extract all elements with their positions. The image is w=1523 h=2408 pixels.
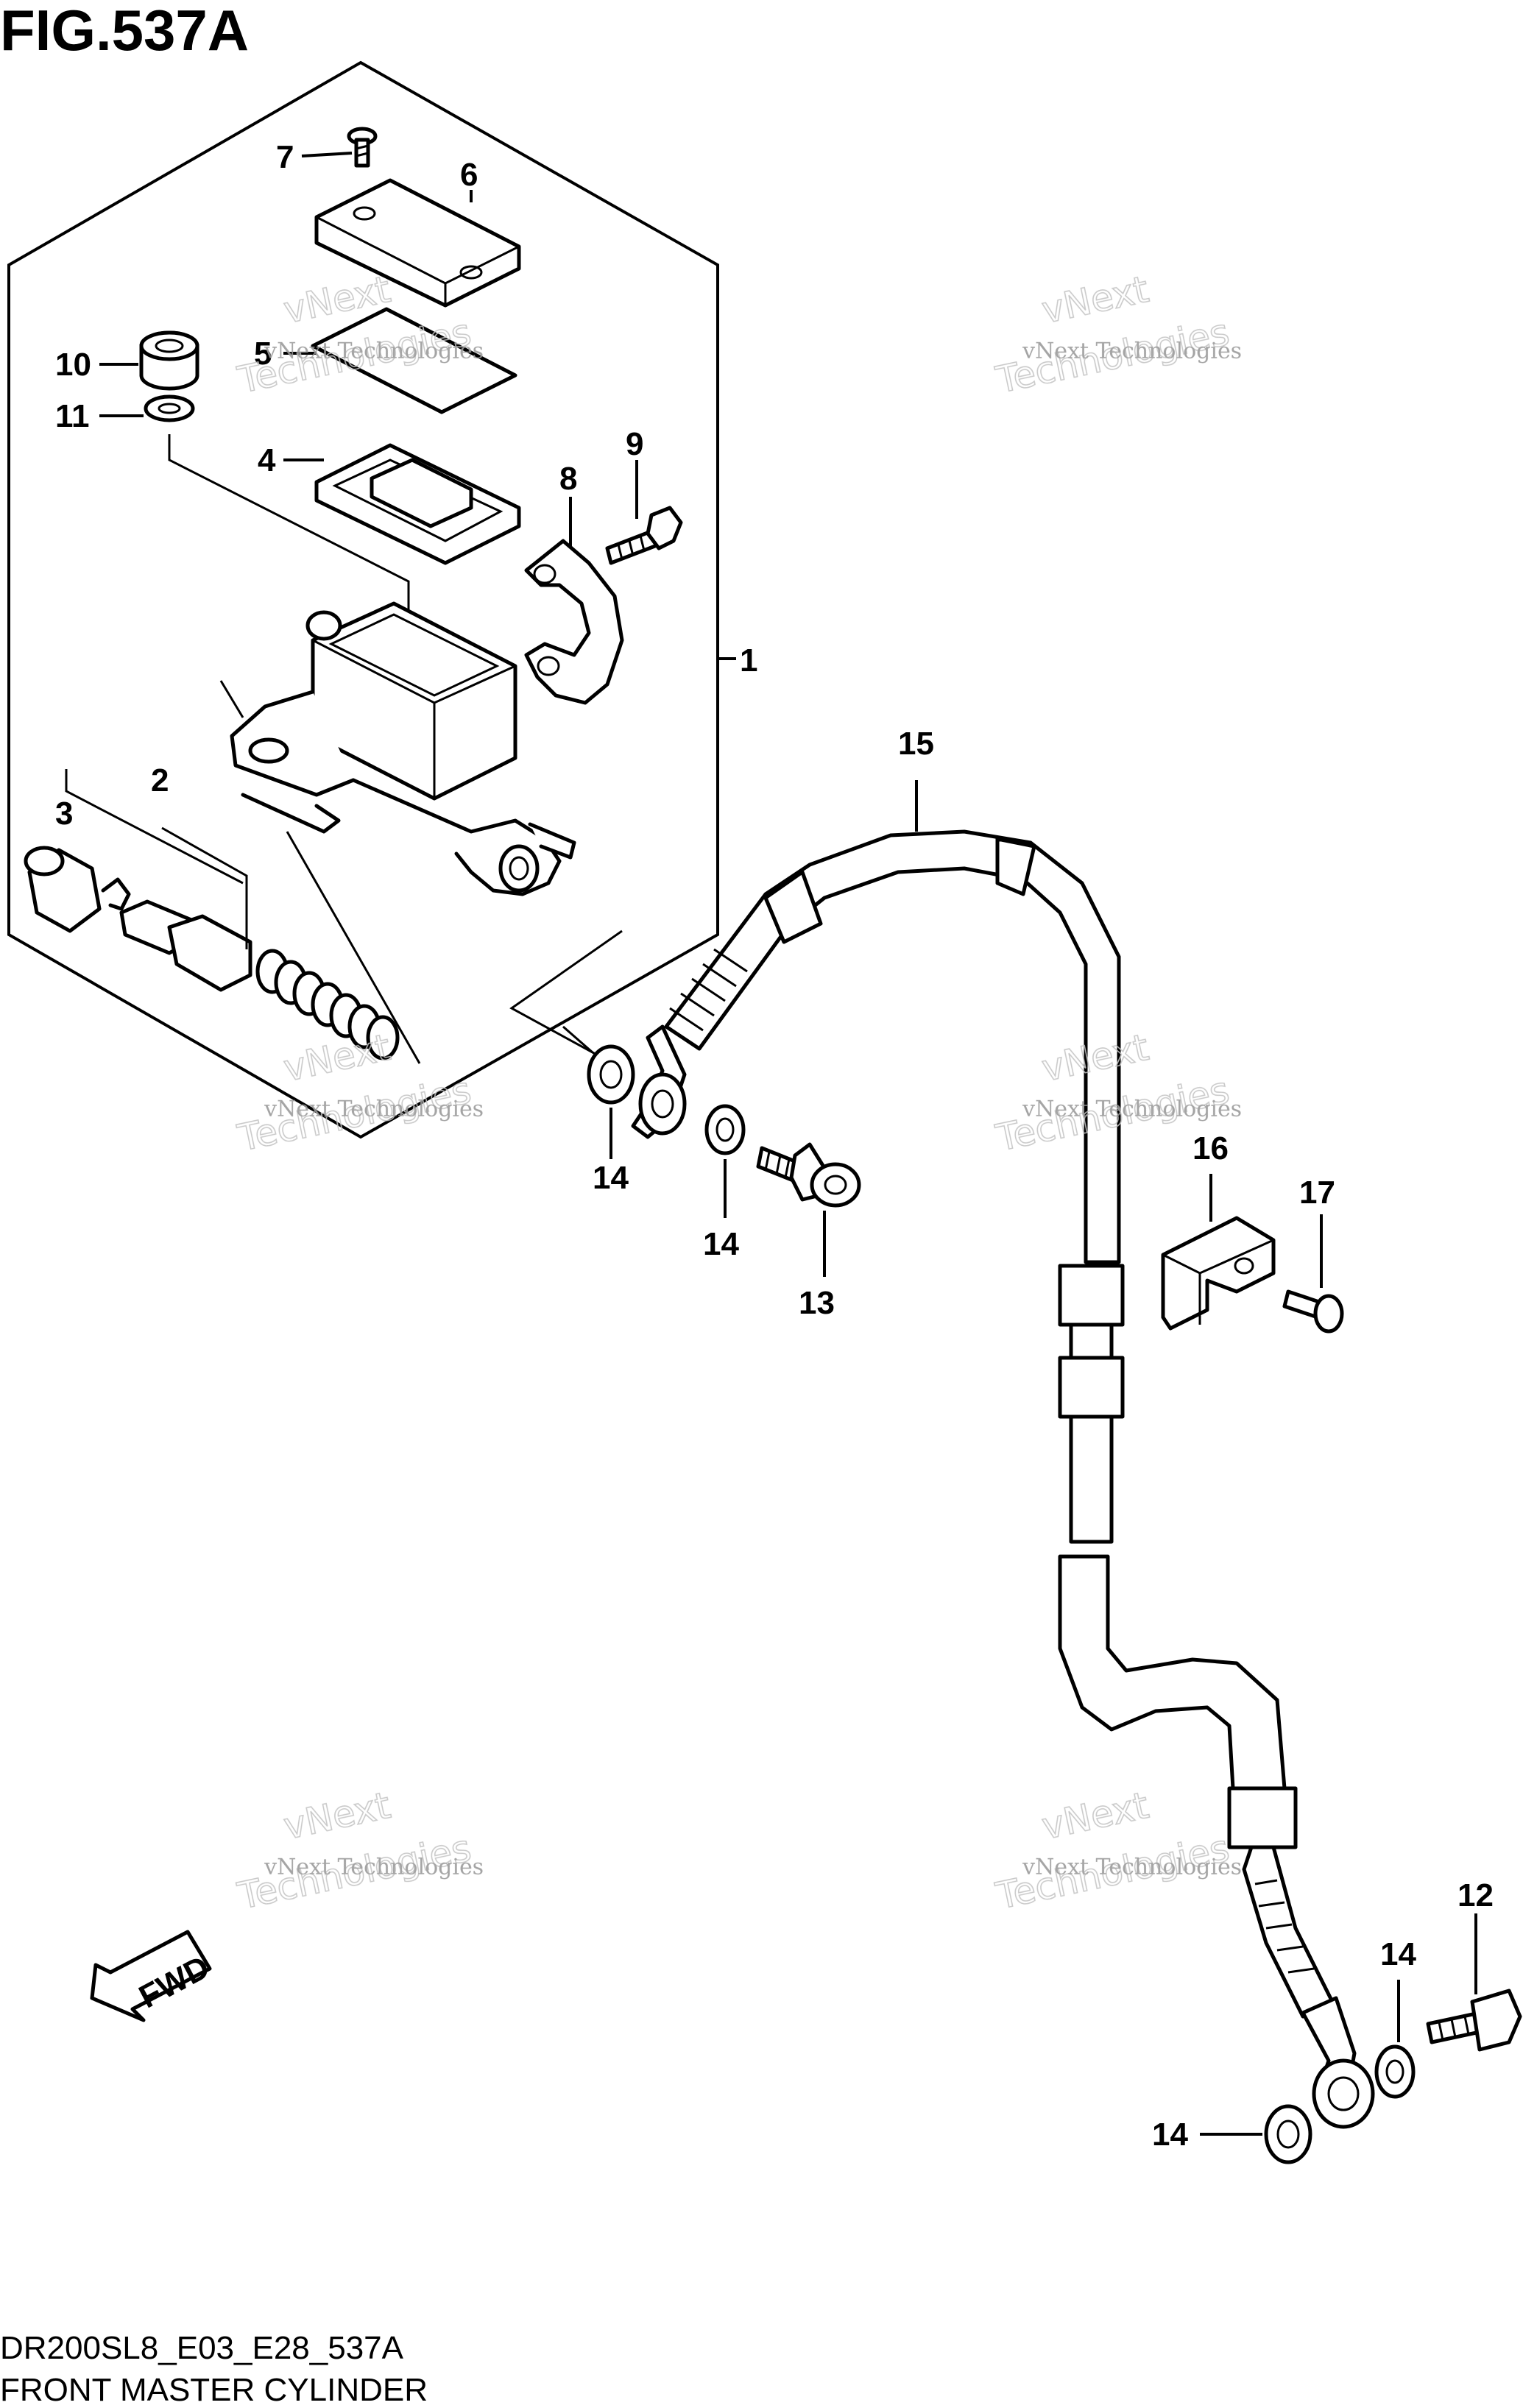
part-4-diaphragm[interactable] bbox=[314, 443, 521, 565]
callout-2: 2 bbox=[151, 762, 169, 798]
part-15-brake-hose[interactable] bbox=[631, 829, 1375, 2129]
part-10-boot[interactable] bbox=[139, 330, 199, 391]
figure-caption: FRONT MASTER CYLINDER bbox=[0, 2372, 428, 2408]
watermark-5: vNext Technologies vNext Technologies bbox=[233, 1783, 484, 1919]
svg-text:vNext Technologies: vNext Technologies bbox=[1022, 1097, 1242, 1122]
part-2-piston-kit[interactable] bbox=[119, 899, 400, 1060]
figure-title: FIG.537A bbox=[0, 0, 249, 63]
callout-16: 16 bbox=[1192, 1130, 1229, 1166]
model-code: DR200SL8_E03_E28_537A bbox=[0, 2330, 404, 2366]
callout-10: 10 bbox=[55, 347, 91, 383]
callout-8: 8 bbox=[559, 461, 577, 497]
part-1-master-cylinder[interactable] bbox=[230, 601, 576, 896]
part-8-clamp[interactable] bbox=[524, 539, 624, 705]
callout-15: 15 bbox=[898, 726, 934, 762]
part-5-plate[interactable] bbox=[311, 307, 517, 414]
part-11-washer[interactable] bbox=[144, 394, 195, 422]
callout-11: 11 bbox=[55, 398, 90, 434]
svg-text:vNext Technologies: vNext Technologies bbox=[264, 1855, 484, 1880]
part-3-boot[interactable] bbox=[24, 846, 131, 933]
callout-5: 5 bbox=[254, 336, 272, 372]
part-17-screw[interactable] bbox=[1282, 1289, 1344, 1334]
part-7-screw[interactable] bbox=[347, 127, 378, 168]
part-14-washer-c[interactable] bbox=[1374, 2044, 1416, 2099]
callout-1: 1 bbox=[740, 642, 757, 679]
part-9-bolt[interactable] bbox=[605, 506, 683, 565]
part-16-clamp[interactable] bbox=[1161, 1216, 1276, 1331]
svg-text:vNext: vNext bbox=[280, 1784, 394, 1848]
watermark-3: vNext Technologies vNext Technologies bbox=[233, 1025, 484, 1161]
part-14-washer-d[interactable] bbox=[1264, 2104, 1312, 2164]
assembly-boundary bbox=[7, 60, 719, 1139]
svg-text:vNext Technologies: vNext Technologies bbox=[1022, 1855, 1242, 1880]
callout-12: 12 bbox=[1457, 1877, 1494, 1913]
leader-lines bbox=[99, 152, 1477, 2136]
svg-text:vNext: vNext bbox=[280, 1026, 394, 1090]
svg-text:vNext Technologies: vNext Technologies bbox=[1022, 339, 1242, 364]
callout-4: 4 bbox=[258, 442, 276, 478]
svg-text:vNext Technologies: vNext Technologies bbox=[264, 1097, 484, 1122]
callout-14-b: 14 bbox=[703, 1226, 739, 1262]
callout-14-d: 14 bbox=[1152, 2117, 1188, 2153]
part-13-union-bolt[interactable] bbox=[756, 1142, 861, 1208]
watermark-2: vNext Technologies vNext Technologies bbox=[992, 267, 1242, 403]
part-6-cover[interactable] bbox=[314, 178, 521, 308]
part-14-washer-a[interactable] bbox=[587, 1044, 635, 1105]
part-12-bolt[interactable] bbox=[1426, 1989, 1522, 2052]
svg-text:vNext: vNext bbox=[1038, 268, 1152, 332]
callout-13: 13 bbox=[799, 1285, 835, 1321]
callout-6: 6 bbox=[460, 157, 478, 193]
svg-text:vNext Technologies: vNext Technologies bbox=[264, 339, 484, 364]
svg-text:vNext: vNext bbox=[1038, 1784, 1152, 1848]
callout-9: 9 bbox=[626, 426, 643, 462]
fwd-arrow: FWD bbox=[90, 1930, 216, 2022]
callout-14-a: 14 bbox=[593, 1160, 629, 1196]
callout-14-c: 14 bbox=[1380, 1936, 1416, 1972]
watermark-6: vNext Technologies vNext Technologies bbox=[992, 1783, 1242, 1919]
part-14-washer-b[interactable] bbox=[704, 1104, 746, 1155]
callout-17: 17 bbox=[1299, 1175, 1335, 1211]
callout-7: 7 bbox=[276, 139, 294, 175]
callout-3: 3 bbox=[55, 796, 73, 832]
